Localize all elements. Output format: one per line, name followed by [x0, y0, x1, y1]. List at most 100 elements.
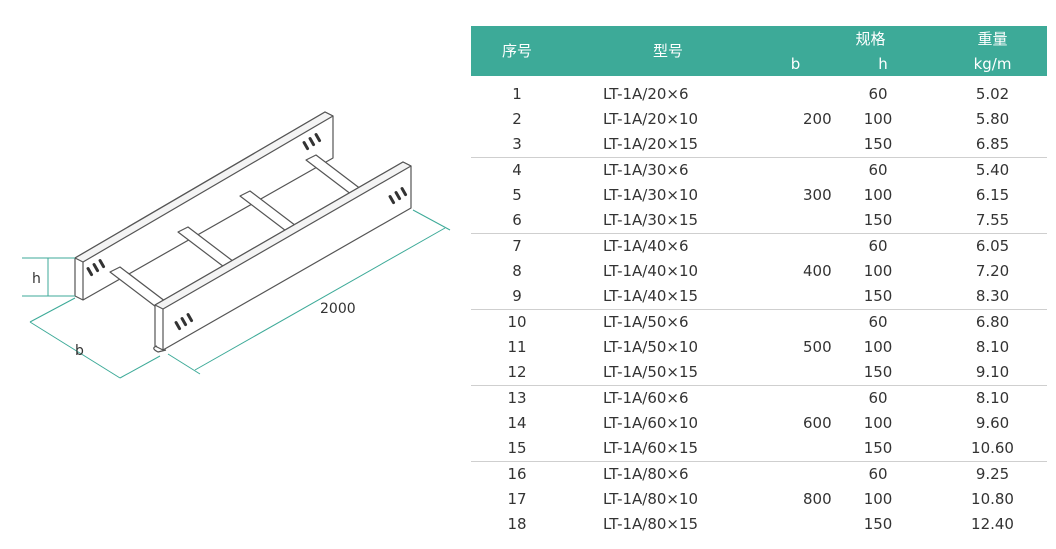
- cell-weight: 9.10: [975, 363, 1010, 381]
- cell-model: LT-1A/60×10: [603, 414, 699, 432]
- cell-no: 12: [507, 363, 527, 381]
- cell-no: 17: [507, 490, 527, 508]
- cell-h: 60: [818, 157, 939, 183]
- cell-model: LT-1A/30×10: [603, 186, 699, 204]
- cell-weight: 6.05: [938, 233, 1048, 259]
- cell-no: 5: [512, 186, 522, 204]
- table-row: 8 LT-1A/40×10 100 7.20: [471, 259, 1047, 284]
- table-row: 12 LT-1A/50×15 150 9.10: [471, 360, 1047, 386]
- cell-h: 60: [818, 233, 939, 259]
- cell-b: 500: [773, 309, 832, 386]
- cell-weight: 10.60: [971, 439, 1014, 457]
- cell-h: 100: [863, 490, 893, 508]
- cell-no: 3: [512, 135, 522, 153]
- header-row: 序号 型号 规格 重量: [471, 26, 1048, 76]
- cell-weight: 9.25: [938, 461, 1048, 487]
- cell-no: 1: [512, 85, 522, 103]
- table-row: 2 LT-1A/20×10 100 5.80: [471, 107, 1047, 132]
- cell-model: LT-1A/20×6: [603, 85, 689, 103]
- cell-no: 2: [512, 110, 522, 128]
- cell-model: LT-1A/50×15: [603, 363, 699, 381]
- header-weight: 重量: [938, 26, 1048, 51]
- table-row: 15 LT-1A/60×15 150 10.60: [471, 436, 1047, 462]
- cell-weight: 8.10: [938, 385, 1048, 411]
- cell-model: LT-1A/30×6: [563, 157, 773, 183]
- cell-weight: 5.40: [938, 157, 1048, 183]
- cell-weight: 6.80: [938, 309, 1048, 335]
- cell-no: 7: [471, 233, 563, 259]
- cable-ladder-drawing: h b 2000: [22, 111, 451, 379]
- cell-model: LT-1A/60×15: [603, 439, 699, 457]
- cell-model: LT-1A/40×10: [603, 262, 699, 280]
- cell-h: 150: [863, 363, 893, 381]
- dim-b-label: b: [75, 343, 84, 359]
- dimension-lines: [22, 209, 451, 379]
- cell-no: 15: [507, 439, 527, 457]
- header-spec: 规格: [773, 26, 939, 51]
- cell-weight: 6.85: [975, 135, 1010, 153]
- header-h: h: [818, 51, 939, 76]
- back-rail-top: [74, 111, 334, 263]
- cell-weight: 5.02: [975, 85, 1010, 103]
- cell-model: LT-1A/40×6: [563, 233, 773, 259]
- cell-model: LT-1A/30×15: [603, 211, 699, 229]
- cell-weight: 5.80: [975, 110, 1010, 128]
- cell-model: LT-1A/60×6: [563, 385, 773, 411]
- cell-weight: 12.40: [971, 515, 1014, 533]
- cell-h: 60: [818, 309, 939, 335]
- header-weight-unit: kg/m: [938, 51, 1048, 76]
- cell-h: 150: [863, 135, 893, 153]
- cell-no: 13: [471, 385, 563, 411]
- cell-h: 150: [863, 211, 893, 229]
- cell-model: LT-1A/50×6: [563, 309, 773, 335]
- cell-weight: 7.20: [975, 262, 1010, 280]
- cell-weight: 8.10: [975, 338, 1010, 356]
- cell-h: 150: [863, 287, 893, 305]
- front-rail-top: [154, 161, 412, 310]
- table-row: 17 LT-1A/80×10 100 10.80: [471, 487, 1047, 512]
- cell-model: LT-1A/50×10: [603, 338, 699, 356]
- table-row: 1 LT-1A/20×6 200 60 5.02: [471, 76, 1047, 128]
- dim-length-label: 2000: [320, 301, 356, 317]
- cell-b: 800: [773, 461, 832, 537]
- cell-weight: 7.55: [975, 211, 1010, 229]
- cell-model: LT-1A/80×6: [563, 461, 773, 487]
- dim-h-label: h: [32, 271, 41, 287]
- spec-table: 序号 型号 规格 重量 b h kg/m 1 LT-1A/20×6 200 60 5.0…: [471, 26, 1048, 537]
- subheader-row: b h kg/m: [471, 51, 1048, 76]
- cell-h: 100: [863, 338, 893, 356]
- cell-model: LT-1A/40×15: [603, 287, 699, 305]
- cell-no: 18: [507, 515, 527, 533]
- cell-weight: 10.80: [971, 490, 1014, 508]
- cell-b: 200: [803, 110, 832, 128]
- cell-b: 400: [773, 233, 832, 310]
- cell-h: 100: [863, 262, 893, 280]
- cell-h: 60: [818, 461, 939, 487]
- cell-model: LT-1A/80×10: [603, 490, 699, 508]
- slot-groups: [86, 133, 408, 331]
- cell-h: 100: [863, 110, 893, 128]
- cell-h: 150: [863, 439, 893, 457]
- cell-h: 150: [863, 515, 893, 533]
- cell-no: 14: [507, 414, 527, 432]
- header-b: b: [773, 51, 818, 76]
- cell-b: 600: [773, 385, 832, 462]
- header-no: 序号: [471, 26, 563, 76]
- cell-h: 100: [863, 186, 893, 204]
- cell-no: 11: [507, 338, 527, 356]
- cell-h: 60: [868, 85, 888, 103]
- cell-weight: 9.60: [975, 414, 1010, 432]
- cell-no: 9: [512, 287, 522, 305]
- cell-no: 8: [512, 262, 522, 280]
- cell-model: LT-1A/20×15: [603, 135, 699, 153]
- cell-weight: 6.15: [975, 186, 1010, 204]
- table-row: 11 LT-1A/50×10 100 8.10: [471, 335, 1047, 360]
- cell-model: LT-1A/20×10: [603, 110, 699, 128]
